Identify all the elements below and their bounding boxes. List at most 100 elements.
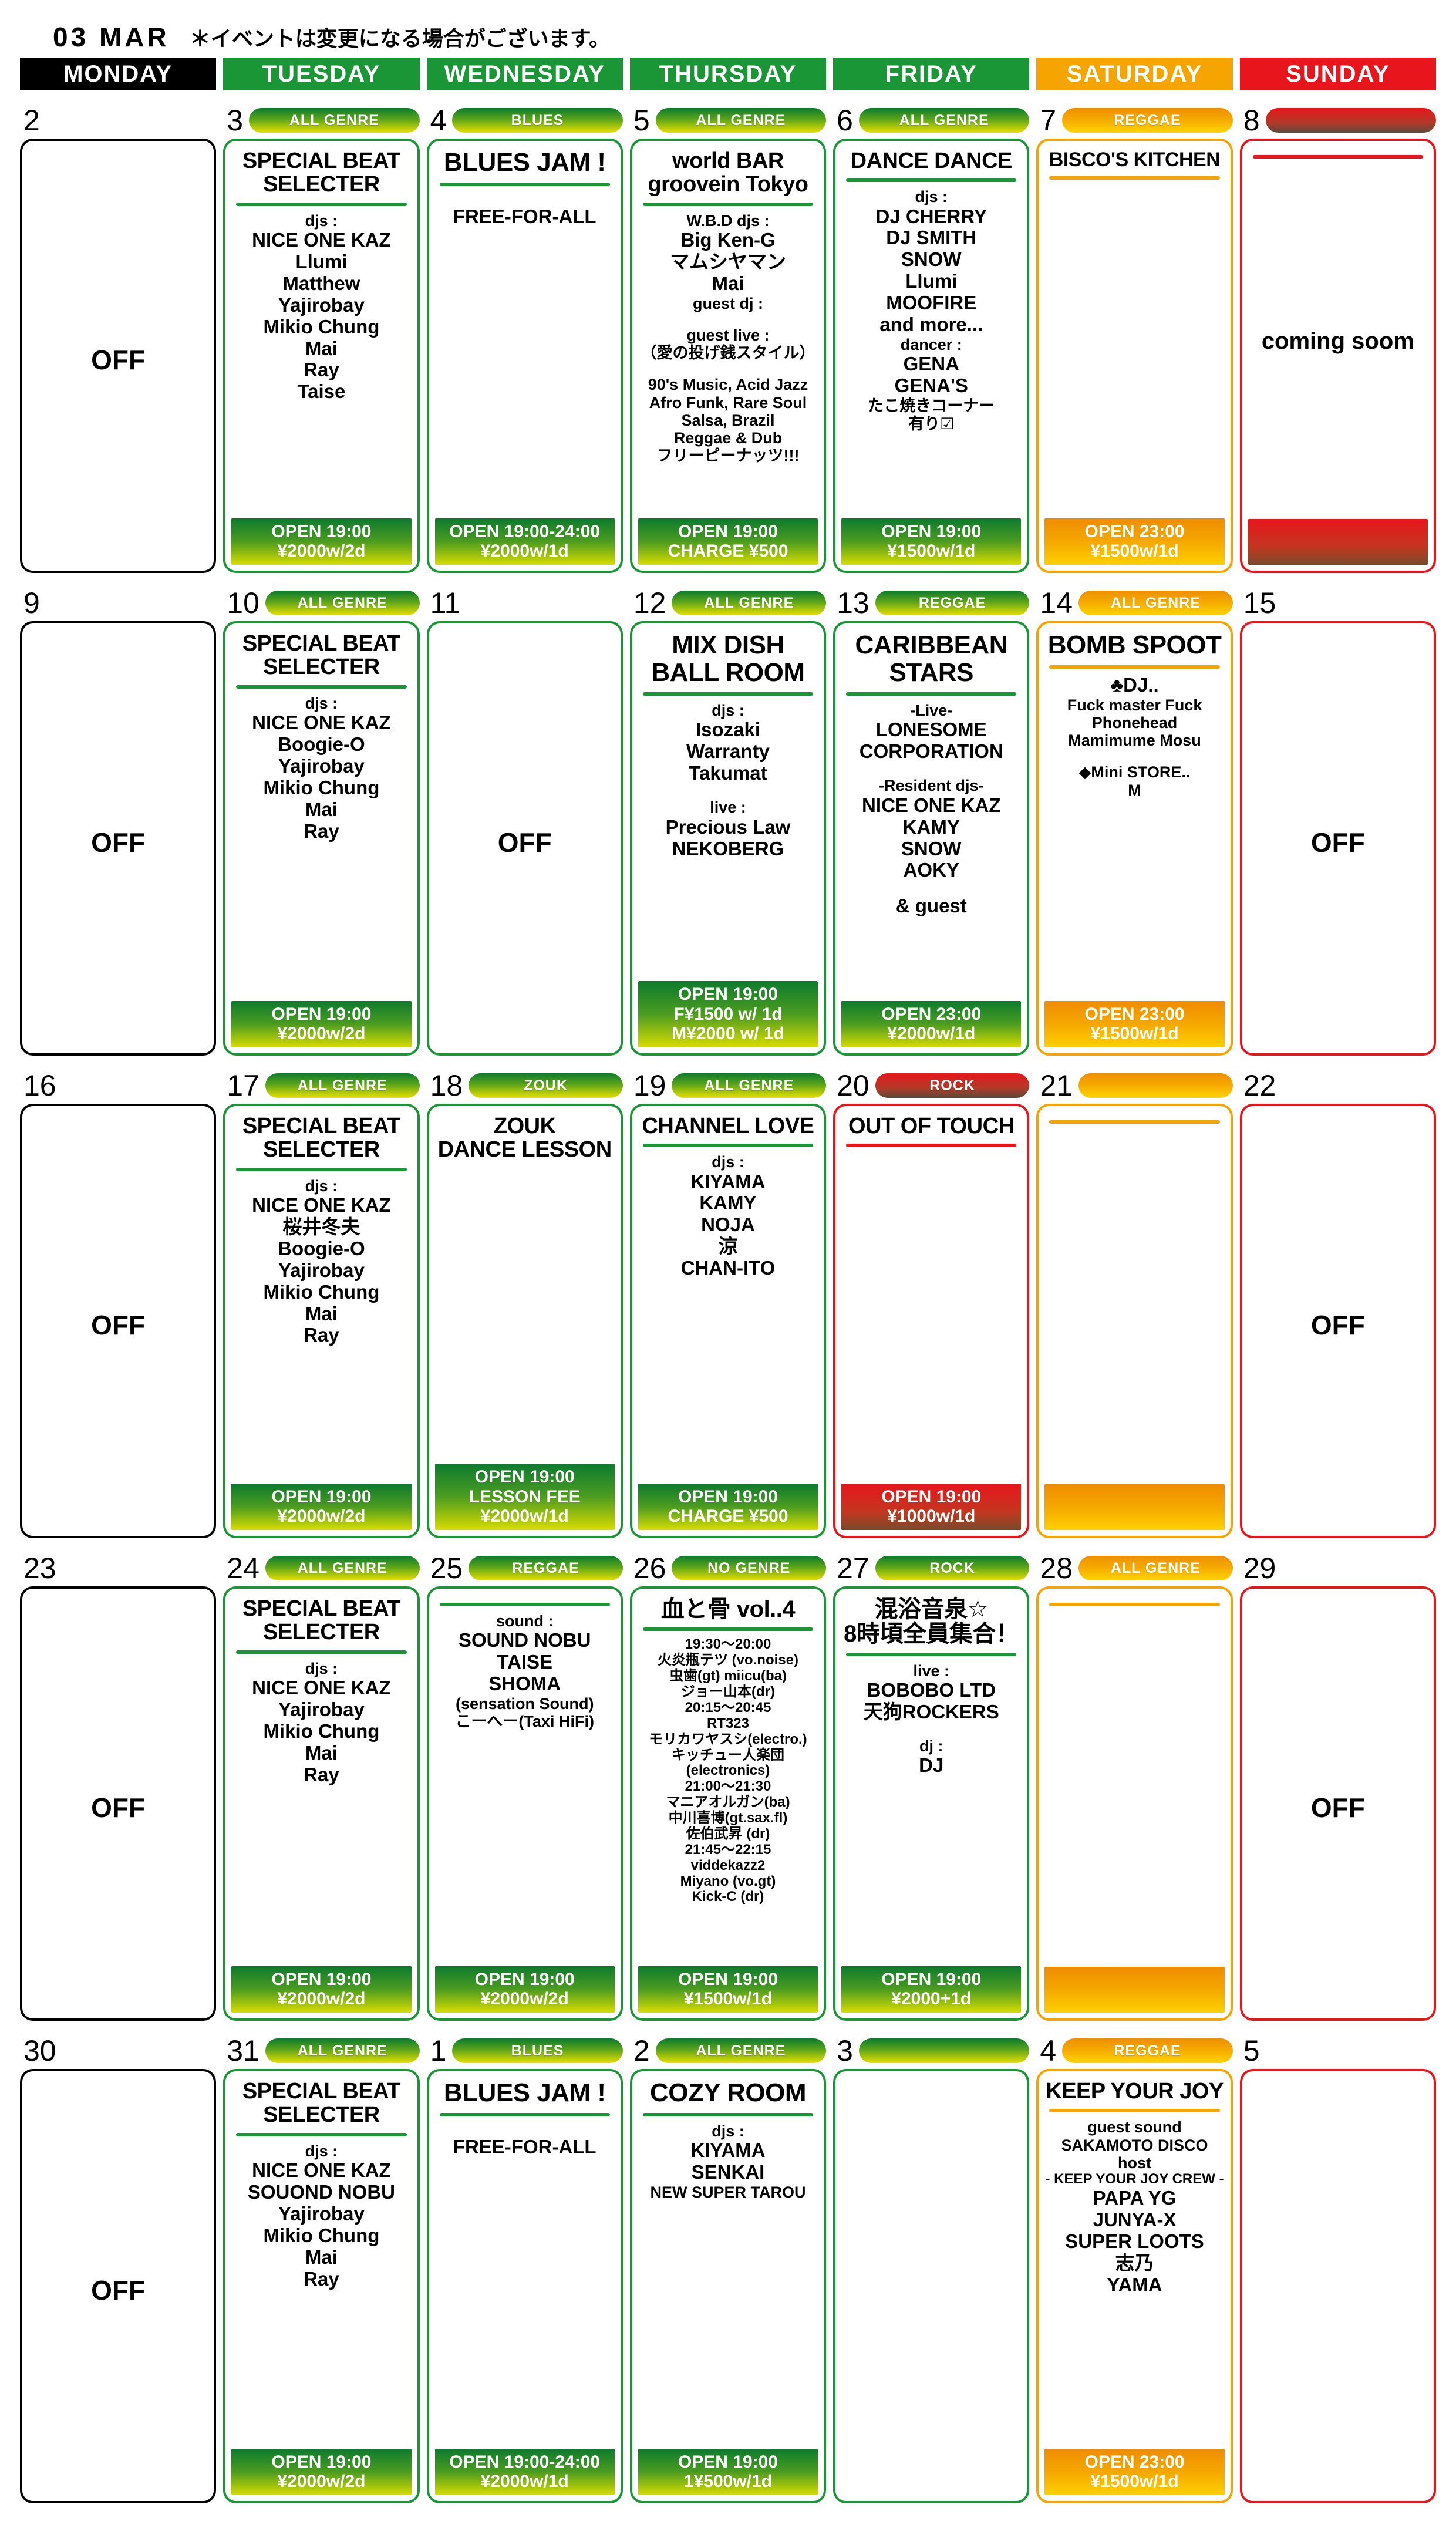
lineup-line: FREE-FOR-ALL <box>453 205 596 227</box>
lineup-spacer <box>435 192 615 206</box>
banner-line: ¥2000w/2d <box>277 2472 366 2492</box>
day-number: 5 <box>1243 2034 1260 2067</box>
lineup-line: ◆Mini STORE.. <box>1078 763 1191 781</box>
banner-line: OPEN 19:00 <box>474 1969 575 1989</box>
banner-line: 1¥500w/1d <box>683 2472 773 2492</box>
day-number: 16 <box>23 1069 56 1102</box>
title-divider <box>642 2112 814 2116</box>
lineup-line: W.B.D djs : <box>686 211 770 230</box>
event-card: coming soom <box>1239 139 1436 573</box>
event-title: KEEP YOUR JOY <box>1046 2079 1224 2104</box>
event-card-body: OFF <box>22 141 214 571</box>
lineup-line: 中川喜博(gt.sax.fl) <box>668 1810 788 1826</box>
event-card <box>833 2069 1030 2503</box>
event-card <box>1036 1104 1233 1538</box>
day-number: 8 <box>1243 104 1260 137</box>
lineup-line: djs : <box>305 2142 338 2160</box>
lineup-line: live : <box>913 1661 950 1680</box>
lineup-spacer <box>1044 749 1224 763</box>
banner-line: OPEN 19:00-24:00 <box>449 2452 601 2472</box>
lineup-line: Ray <box>304 2267 339 2290</box>
lineup-line: KAMY <box>699 1192 757 1214</box>
day-cell-5[interactable]: 5 <box>1239 2033 1436 2503</box>
weekday-header-friday: FRIDAY <box>833 58 1030 90</box>
lineup-line: JUNYA-X <box>1093 2208 1177 2230</box>
banner-line: ¥1500w/1d <box>1090 1024 1179 1044</box>
off-label: OFF <box>91 827 146 858</box>
lineup-line: SNOW <box>901 837 962 860</box>
event-title: DANCE DANCE <box>850 149 1013 173</box>
day-cell-21[interactable]: 21 <box>1036 1067 1233 1538</box>
lineup-line: Phonehead <box>1091 713 1178 732</box>
lineup-line: KIYAMA <box>690 1170 766 1192</box>
event-card: OFF <box>20 1104 217 1538</box>
banner-line: OPEN 19:00 <box>881 1487 982 1506</box>
event-title: BLUES JAM ! <box>443 2078 606 2107</box>
genre-badge: ALL GENRE <box>265 591 420 615</box>
day-cell-3[interactable]: 3 <box>833 2033 1030 2503</box>
banner-line: OPEN 19:00 <box>271 1969 372 1989</box>
lineup-line: djs : <box>915 188 948 206</box>
genre-badge: REGGAE <box>1062 2038 1233 2063</box>
lineup-line: フリーピーナッツ!!! <box>656 447 800 465</box>
lineup-line: たこ焼きコーナー <box>868 397 995 415</box>
off-label: OFF <box>91 1310 146 1340</box>
banner-line: LESSON FEE <box>469 1487 581 1506</box>
lineup-line: CORPORATION <box>859 740 1003 763</box>
title-divider <box>236 1167 407 1171</box>
day-number: 18 <box>430 1069 463 1102</box>
lineup-line: Isozaki <box>695 719 761 741</box>
day-number: 21 <box>1040 1069 1073 1102</box>
day-number: 29 <box>1243 1552 1276 1585</box>
lineup-line: GENA <box>903 353 959 375</box>
banner-line: OPEN 19:00 <box>678 2452 778 2472</box>
banner-line: CHARGE ¥500 <box>668 1506 788 1526</box>
